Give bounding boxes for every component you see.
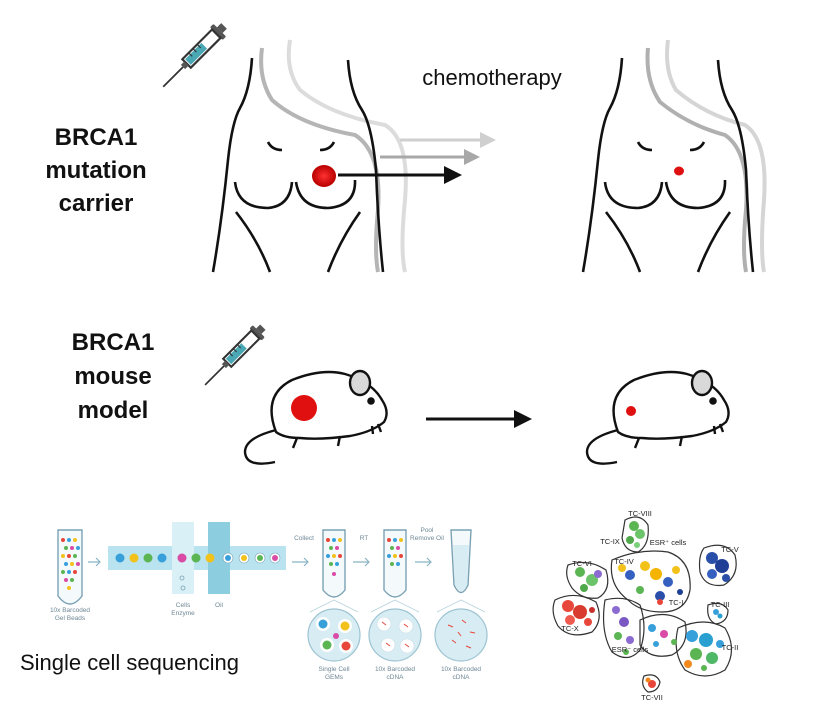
cluster-label-tc4: TC-IV: [614, 557, 634, 566]
mouse-after: [585, 369, 730, 465]
cdna1-label-2: cDNA: [387, 674, 405, 681]
cells-label-1: Cells: [176, 602, 191, 609]
tumor-small-human: [674, 166, 684, 176]
syringe-icon-mouse: [204, 324, 266, 386]
tumor-large-human: [312, 165, 336, 187]
cdna2-label-2: cDNA: [453, 674, 471, 681]
gel-beads-tube-icon: [57, 529, 83, 605]
cdna-tube-icon-2: [434, 529, 488, 662]
collect-label: Collect: [294, 535, 314, 542]
ghost-arrows: [380, 132, 496, 165]
human-label-line-2: mutation: [45, 157, 146, 184]
mouse-label-line-3: model: [78, 397, 149, 424]
cluster-label-esr-neg: ESR⁻ cells: [612, 645, 649, 654]
cdna1-label-1: 10x Barcoded: [375, 666, 415, 673]
ghost-torso-mid: [259, 47, 381, 273]
cluster-label-tc8: TC-VIII: [628, 509, 652, 518]
human-label-line-1: BRCA1: [55, 124, 138, 151]
pool-label-1: Pool: [420, 527, 434, 534]
oil-label: Oil: [215, 602, 224, 609]
cluster-dots: [562, 521, 730, 688]
chemotherapy-label: chemotherapy: [422, 65, 561, 90]
human-torso-after: [581, 57, 755, 273]
mouse-label-line-2: mouse: [74, 363, 151, 390]
flow-arrow-1: [88, 557, 101, 567]
human-torso-before: [211, 57, 385, 273]
tumor-large-mouse: [291, 395, 317, 421]
human-label-line-3: carrier: [59, 190, 134, 217]
microfluidic-chip: [108, 522, 286, 594]
cluster-label-esr-pos: ESR⁺ cells: [650, 538, 687, 547]
tumor-small-mouse: [626, 406, 636, 416]
cdna2-label-1: 10x Barcoded: [441, 666, 481, 673]
cluster-label-tc6: TC-VI: [572, 559, 592, 568]
flow-arrow-4: [415, 557, 432, 567]
treatment-arrowhead-human: [444, 166, 462, 184]
flow-arrow-3: [353, 557, 370, 567]
gems-label-2: GEMs: [325, 674, 344, 681]
rt-label: RT: [360, 535, 369, 542]
cluster-outlines: [552, 516, 737, 693]
cluster-map: TC-VIII TC-IX ESR⁺ cells TC-V TC-VI TC-I…: [552, 509, 739, 702]
cluster-label-tc3: TC-III: [711, 600, 730, 609]
cdna-tube-icon-1: [368, 529, 422, 662]
cluster-label-tc7: TC-VII: [641, 693, 663, 702]
cluster-label-tc5: TC-V: [721, 545, 739, 554]
mouse-before: [243, 369, 388, 465]
syringe-icon: [162, 23, 227, 88]
pool-label-2: Remove Oil: [410, 535, 445, 542]
cells-label-2: Enzyme: [171, 610, 195, 617]
mouse-label-line-1: BRCA1: [72, 329, 155, 356]
ghost-torso-right-mid: [645, 47, 749, 273]
gel-beads-label-2: Gel Beads: [55, 615, 86, 622]
treatment-arrowhead-mouse: [514, 410, 532, 428]
cluster-label-tc1: TC-I: [669, 598, 684, 607]
gems-label-1: Single Cell: [318, 666, 350, 673]
cluster-label-tcx: TC-X: [561, 624, 579, 633]
gems-tube-icon: [307, 529, 361, 662]
cluster-label-tc2: TC-II: [722, 643, 739, 652]
cluster-label-tc9: TC-IX: [600, 537, 620, 546]
ghost-torso-right: [665, 39, 767, 273]
flow-arrow-2: [292, 557, 309, 567]
gel-beads-label-1: 10x Barcoded: [50, 607, 90, 614]
ghost-torso-far: [286, 39, 408, 273]
single-cell-sequencing-label: Single cell sequencing: [20, 650, 239, 675]
